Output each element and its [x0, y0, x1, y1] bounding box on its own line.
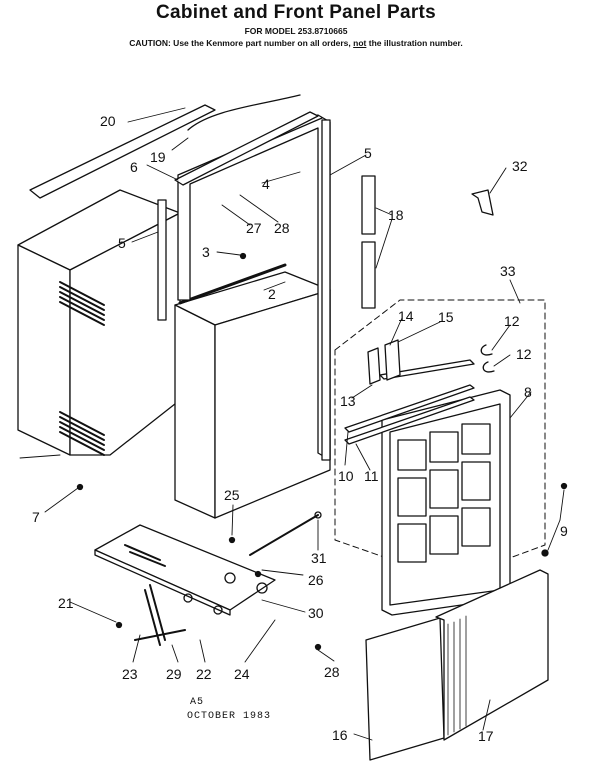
callout-3: 3 — [202, 244, 210, 260]
callout-25: 25 — [224, 487, 240, 503]
cabinet-housing — [17, 189, 181, 456]
callout-12: 12 — [504, 313, 520, 329]
callout-17: 17 — [478, 728, 494, 744]
rail-lower — [344, 396, 475, 445]
side-strip-left — [157, 199, 167, 321]
footer-date: OCTOBER 1983 — [187, 711, 272, 722]
rail-upper — [344, 384, 475, 433]
callout-19: 19 — [150, 149, 166, 165]
callout-5: 5 — [364, 145, 372, 161]
callout-11: 11 — [364, 468, 379, 484]
callout-15: 15 — [438, 309, 454, 325]
assembly-outline — [334, 299, 546, 581]
cabinet-vents-bottom — [59, 411, 105, 456]
bracket — [471, 189, 494, 216]
callout-5: 5 — [118, 235, 126, 251]
callout-13: 13 — [340, 393, 356, 409]
callout-22: 22 — [196, 666, 212, 682]
callout-26: 26 — [308, 572, 324, 588]
callout-14: 14 — [398, 308, 414, 324]
callout-23: 23 — [122, 666, 138, 682]
latch-right — [384, 339, 401, 381]
rod — [249, 514, 319, 556]
callout-20: 20 — [100, 113, 116, 129]
callout-27: 27 — [246, 220, 262, 236]
model-number: FOR MODEL 253.8710665 — [244, 26, 348, 36]
callout-18: 18 — [388, 207, 404, 223]
footer-code: A5 — [190, 697, 205, 708]
control-plate — [94, 524, 276, 616]
callout-33: 33 — [500, 263, 516, 279]
callout-21: 21 — [58, 595, 74, 611]
filler-lower — [361, 241, 376, 309]
clip-upper — [480, 344, 493, 356]
callout-30: 30 — [308, 605, 324, 621]
latch-left — [367, 347, 381, 385]
side-strip-right — [321, 119, 331, 461]
callout-4: 4 — [262, 176, 270, 192]
front-grille — [381, 389, 511, 616]
caution-text-end: the illustration number. — [368, 38, 463, 48]
support-arm — [134, 629, 186, 641]
clip-lower — [482, 361, 495, 373]
cabinet-vents-top — [59, 281, 105, 326]
caution-not: not — [353, 38, 367, 48]
caution-note: CAUTION: Use the Kenmore part number on … — [0, 38, 592, 48]
callout-9: 9 — [560, 523, 568, 539]
callout-28: 28 — [274, 220, 290, 236]
top-wire — [187, 94, 301, 131]
front-panel — [174, 263, 331, 519]
callout-31: 31 — [311, 550, 327, 566]
callout-16: 16 — [332, 727, 348, 743]
callout-32: 32 — [512, 158, 528, 174]
diagram-title: Cabinet and Front Panel Parts — [155, 2, 437, 23]
top-rail — [29, 104, 216, 199]
callout-12: 12 — [516, 346, 532, 362]
callout-29: 29 — [166, 666, 182, 682]
callout-2: 2 — [268, 286, 276, 302]
rail-top — [379, 359, 475, 380]
top-seal — [174, 111, 319, 186]
caution-text: CAUTION: Use the Kenmore part number on … — [129, 38, 351, 48]
callout-7: 7 — [32, 509, 40, 525]
side-panel-large — [435, 569, 549, 741]
callout-24: 24 — [234, 666, 250, 682]
callout-6: 6 — [130, 159, 138, 175]
callout-8: 8 — [524, 384, 532, 400]
side-panel-small — [365, 617, 445, 761]
callout-10: 10 — [338, 468, 354, 484]
callout-28: 28 — [324, 664, 340, 680]
filler-upper — [361, 175, 376, 235]
